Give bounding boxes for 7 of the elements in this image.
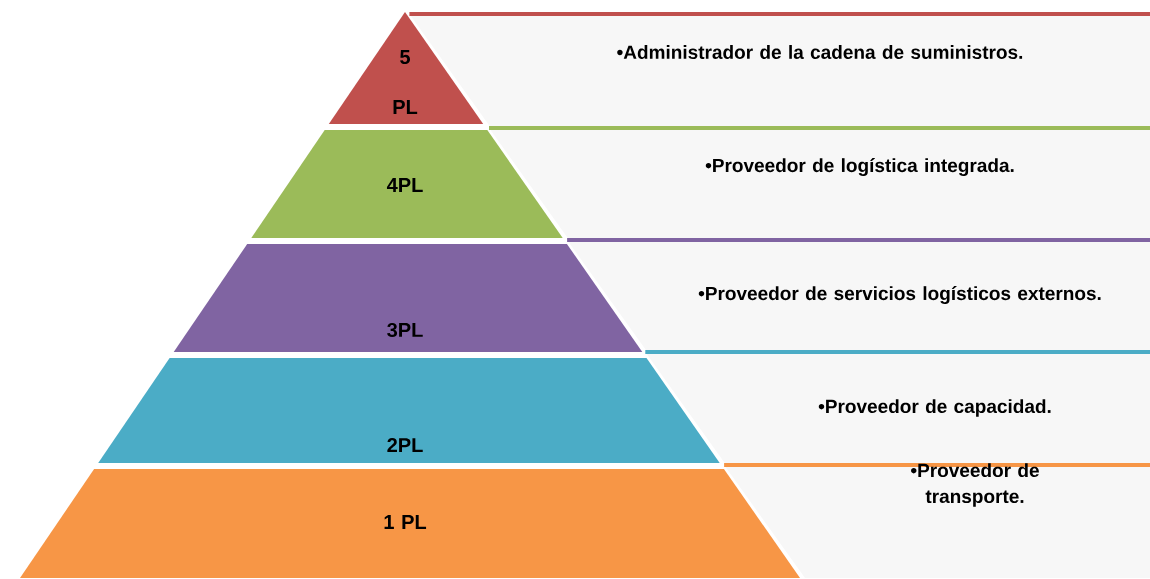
- pyramid-level: 2PL: [98, 358, 720, 463]
- description-panel: •Proveedor de capacidad.: [645, 350, 1150, 463]
- pyramid-level: 4PL: [251, 130, 563, 238]
- description-panel: •Proveedor de logística integrada.: [489, 126, 1150, 238]
- description-panel: •Proveedor de servicios logísticos externos.: [567, 238, 1150, 350]
- pyramid-level: 3PL: [173, 244, 643, 352]
- pyramid-level: 5 PL: [328, 12, 484, 124]
